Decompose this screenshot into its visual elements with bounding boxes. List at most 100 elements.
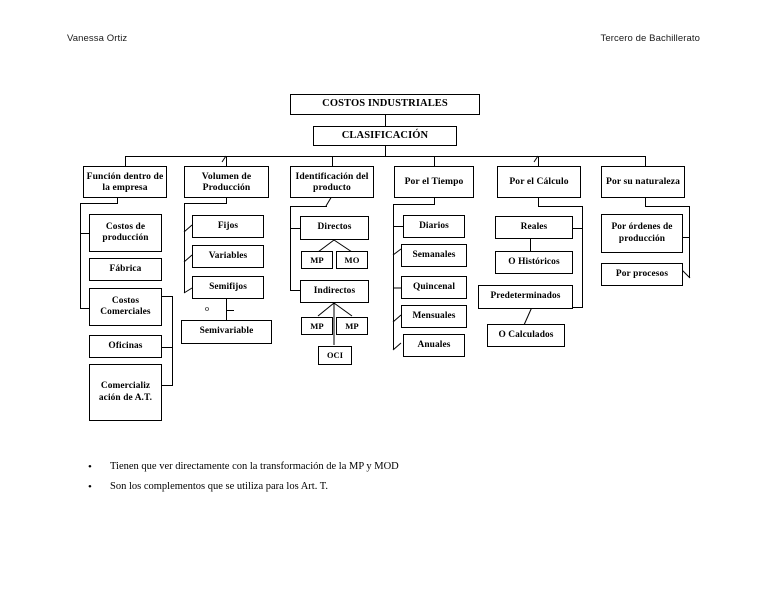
node-mensuales[interactable]: Mensuales bbox=[401, 305, 467, 328]
node-fabrica[interactable]: Fábrica bbox=[89, 258, 162, 281]
connector-bus-angles bbox=[221, 155, 539, 163]
node-anuales[interactable]: Anuales bbox=[403, 334, 465, 357]
connector-c4-stub-diarios bbox=[393, 226, 403, 227]
connector-c2-semifijos-drop bbox=[226, 299, 227, 310]
connector-c2-left-spine bbox=[184, 203, 185, 293]
connector-c1-head-drop bbox=[117, 198, 118, 204]
node-costos-de-produccion[interactable]: Costos de producción bbox=[89, 214, 162, 252]
node-o-historicos[interactable]: O Históricos bbox=[495, 251, 573, 274]
node-label: Por procesos bbox=[615, 268, 669, 279]
connector-c6-head-drop bbox=[645, 198, 646, 206]
node-por-ordenes-de-produccion[interactable]: Por órdenes de producción bbox=[601, 214, 683, 253]
connector-c5-head-drop bbox=[538, 198, 539, 206]
connector-main-bus bbox=[125, 156, 646, 157]
node-indirectos-mp-2[interactable]: MP bbox=[336, 317, 368, 335]
connector-c5-predet-to-calculados bbox=[523, 306, 533, 326]
node-variables[interactable]: Variables bbox=[192, 245, 264, 268]
connector-c6-stub-ordenes bbox=[681, 237, 690, 238]
node-label: O Calculados bbox=[498, 329, 554, 340]
node-label: MP bbox=[310, 320, 324, 331]
node-label: O Históricos bbox=[508, 256, 560, 267]
header-author: Vanessa Ortiz bbox=[67, 33, 128, 44]
node-clasificacion[interactable]: CLASIFICACIÓN bbox=[313, 126, 457, 146]
node-label: MP bbox=[345, 320, 359, 331]
node-col6-header[interactable]: Por su naturaleza bbox=[601, 166, 685, 198]
node-indirectos-mp-1[interactable]: MP bbox=[301, 317, 333, 335]
connector-c6-head-tospine bbox=[645, 206, 689, 207]
node-col4-header[interactable]: Por el Tiempo bbox=[394, 166, 474, 198]
node-label: Volumen de Producción bbox=[201, 170, 252, 193]
node-indirectos[interactable]: Indirectos bbox=[300, 280, 369, 303]
connector-bus-drop-5 bbox=[538, 156, 539, 166]
node-comercializacion-at[interactable]: Comercializ ación de A.T. bbox=[89, 364, 162, 421]
node-directos-mo[interactable]: MO bbox=[336, 251, 368, 269]
node-label: Indirectos bbox=[313, 285, 356, 296]
node-label: Por órdenes de producción bbox=[611, 222, 673, 244]
connector-c1-rstub-top bbox=[162, 296, 173, 297]
connector-c3-directos-children bbox=[317, 239, 353, 253]
node-costos-industriales[interactable]: COSTOS INDUSTRIALES bbox=[290, 94, 480, 115]
node-por-procesos[interactable]: Por procesos bbox=[601, 263, 683, 286]
connector-c2-head-tostub bbox=[184, 203, 227, 204]
connector-bus-drop-6 bbox=[645, 156, 646, 166]
node-label: Por el Cálculo bbox=[509, 176, 569, 188]
node-costos-comerciales[interactable]: Costos Comerciales bbox=[89, 288, 162, 326]
connector-c4-angled-stubs bbox=[392, 248, 402, 351]
connector-c2-o-bar bbox=[226, 310, 234, 311]
list-item-text: Son los complementos que se utiliza para… bbox=[110, 481, 329, 492]
connector-c1-stub-produccion bbox=[80, 233, 90, 234]
connector-c5-stub-predeterminados bbox=[573, 307, 583, 308]
connector-c6-right-spine bbox=[689, 206, 690, 278]
node-label: Fijos bbox=[217, 220, 239, 231]
connector-c3-indirectos-children bbox=[317, 302, 353, 345]
node-label: Reales bbox=[520, 221, 548, 232]
connector-c3-head-angle bbox=[325, 195, 333, 207]
bullet-icon: • bbox=[88, 481, 92, 493]
connector-c4-head-drop bbox=[434, 198, 435, 204]
node-col2-header[interactable]: Volumen de Producción bbox=[184, 166, 269, 198]
node-label: Semifijos bbox=[209, 281, 247, 292]
node-label: Variables bbox=[208, 250, 248, 261]
node-o-calculados[interactable]: O Calculados bbox=[487, 324, 565, 347]
node-semanales[interactable]: Semanales bbox=[401, 244, 467, 267]
connector-bus-drop-3 bbox=[332, 156, 333, 166]
connector-c1-right-spine bbox=[172, 296, 173, 385]
node-oficinas[interactable]: Oficinas bbox=[89, 335, 162, 358]
node-directos[interactable]: Directos bbox=[300, 216, 369, 240]
connector-c2-angled-stubs bbox=[183, 224, 193, 294]
node-label: Por el Tiempo bbox=[404, 176, 464, 188]
node-quincenal[interactable]: Quincenal bbox=[401, 276, 467, 299]
connector-label-o: o bbox=[205, 304, 209, 313]
node-label: COSTOS INDUSTRIALES bbox=[322, 98, 448, 110]
node-col1-header[interactable]: Función dentro de la empresa bbox=[83, 166, 167, 198]
connector-c4-left-spine bbox=[393, 204, 394, 349]
node-label: Fábrica bbox=[109, 263, 142, 274]
node-diarios[interactable]: Diarios bbox=[403, 215, 465, 238]
node-label: Directos bbox=[317, 222, 352, 233]
connector-c1-rstub-oficinas bbox=[162, 347, 173, 348]
node-label: Diarios bbox=[419, 220, 449, 231]
node-directos-mp[interactable]: MP bbox=[301, 251, 333, 269]
node-label: OCI bbox=[326, 350, 344, 360]
list-item-text: Tienen que ver directamente con la trans… bbox=[110, 461, 399, 472]
node-label: Mensuales bbox=[412, 310, 456, 321]
node-predeterminados[interactable]: Predeterminados bbox=[478, 285, 573, 309]
node-oci[interactable]: OCI bbox=[318, 346, 352, 365]
notes-list: • Tienen que ver directamente con la tra… bbox=[88, 457, 608, 497]
connector-subtitle-to-bus bbox=[385, 146, 386, 156]
node-label: MO bbox=[344, 254, 360, 265]
connector-c1-left-spine bbox=[80, 203, 81, 308]
node-label: Por su naturaleza bbox=[605, 176, 680, 188]
node-col5-header[interactable]: Por el Cálculo bbox=[497, 166, 581, 198]
node-col3-header[interactable]: Identificación del producto bbox=[290, 166, 374, 198]
node-label: MP bbox=[310, 254, 324, 265]
node-semivariable[interactable]: Semivariable bbox=[181, 320, 272, 344]
node-fijos[interactable]: Fijos bbox=[192, 215, 264, 238]
node-reales[interactable]: Reales bbox=[495, 216, 573, 239]
connector-c5-head-tospine bbox=[538, 206, 582, 207]
node-label: Oficinas bbox=[108, 340, 143, 351]
connector-c6-stub-procesos bbox=[681, 269, 691, 279]
node-semifijos[interactable]: Semifijos bbox=[192, 276, 264, 299]
connector-c5-stub-reales bbox=[573, 228, 583, 229]
